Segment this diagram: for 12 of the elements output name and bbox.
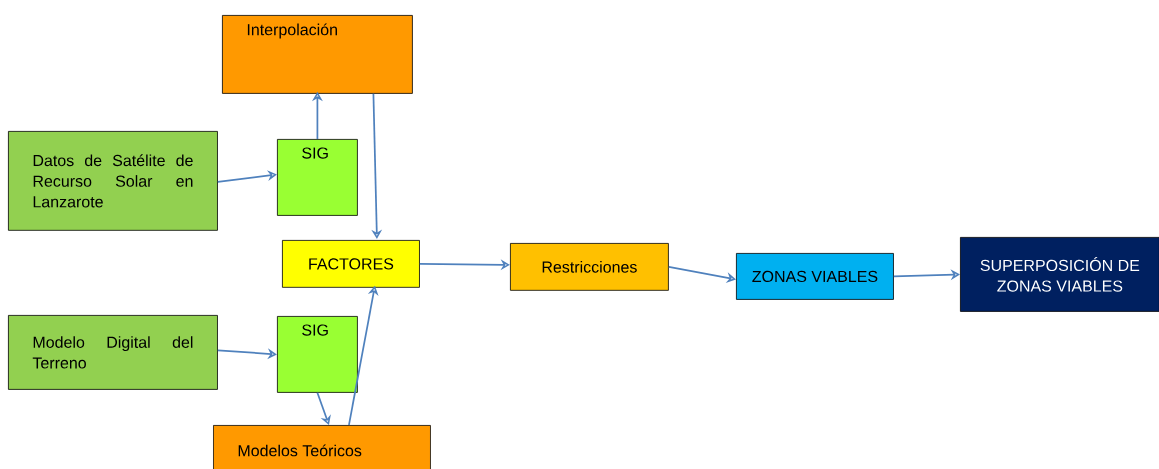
- process-box: Modelos Teóricos: [213, 425, 431, 469]
- result-box: SUPERPOSICIÓN DE ZONAS VIABLES: [960, 237, 1159, 312]
- data-box: Modelo Digital del Terreno: [8, 315, 218, 390]
- process-box: FACTORES: [282, 240, 420, 288]
- arrow: [316, 391, 331, 425]
- process-box: SIG: [277, 316, 358, 393]
- process-box: SIG: [277, 139, 358, 216]
- process-box: Interpolación: [222, 15, 413, 94]
- process-box: ZONAS VIABLES: [736, 253, 894, 300]
- process-box: Restricciones: [510, 243, 669, 291]
- arrow: [217, 170, 277, 183]
- data-box: Datos de Satélite de Recurso Solar en Lanzarote: [8, 131, 218, 231]
